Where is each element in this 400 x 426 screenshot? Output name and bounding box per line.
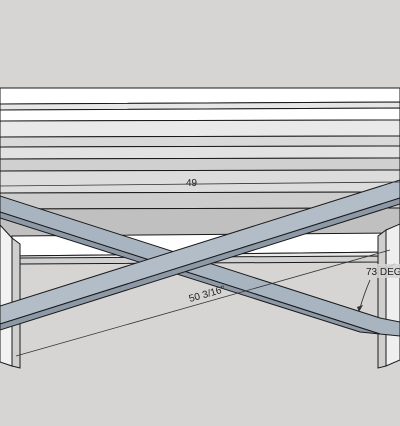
board-5 bbox=[0, 157, 400, 172]
right-leg-front bbox=[385, 223, 400, 367]
board-3 bbox=[0, 135, 400, 148]
dimension-brace-angle-label: 73 DEG bbox=[366, 267, 400, 278]
angle-arc bbox=[359, 279, 371, 309]
left-leg-front bbox=[0, 224, 13, 367]
angle-arrowhead bbox=[357, 305, 363, 312]
dimension-brace-angle: 73 DEG bbox=[357, 263, 400, 312]
brace-a-edge bbox=[0, 211, 381, 335]
angle-label-background bbox=[364, 264, 400, 278]
board-1-top-white bbox=[0, 87, 400, 105]
x-brace bbox=[0, 179, 400, 337]
board-2-edge bbox=[0, 119, 400, 138]
board-4 bbox=[0, 145, 400, 160]
board-6 bbox=[0, 169, 400, 194]
dimension-top-width-line bbox=[0, 181, 400, 187]
brace-b-face bbox=[0, 179, 400, 325]
dimension-brace-length-line bbox=[15, 249, 391, 357]
brace-b-edge bbox=[0, 197, 400, 331]
dimension-top-width: 49 bbox=[0, 178, 400, 189]
board-7 bbox=[0, 191, 400, 210]
right-leg-side bbox=[377, 229, 387, 369]
dimension-top-width-label: 49 bbox=[186, 178, 198, 189]
board-2-white bbox=[0, 107, 400, 122]
